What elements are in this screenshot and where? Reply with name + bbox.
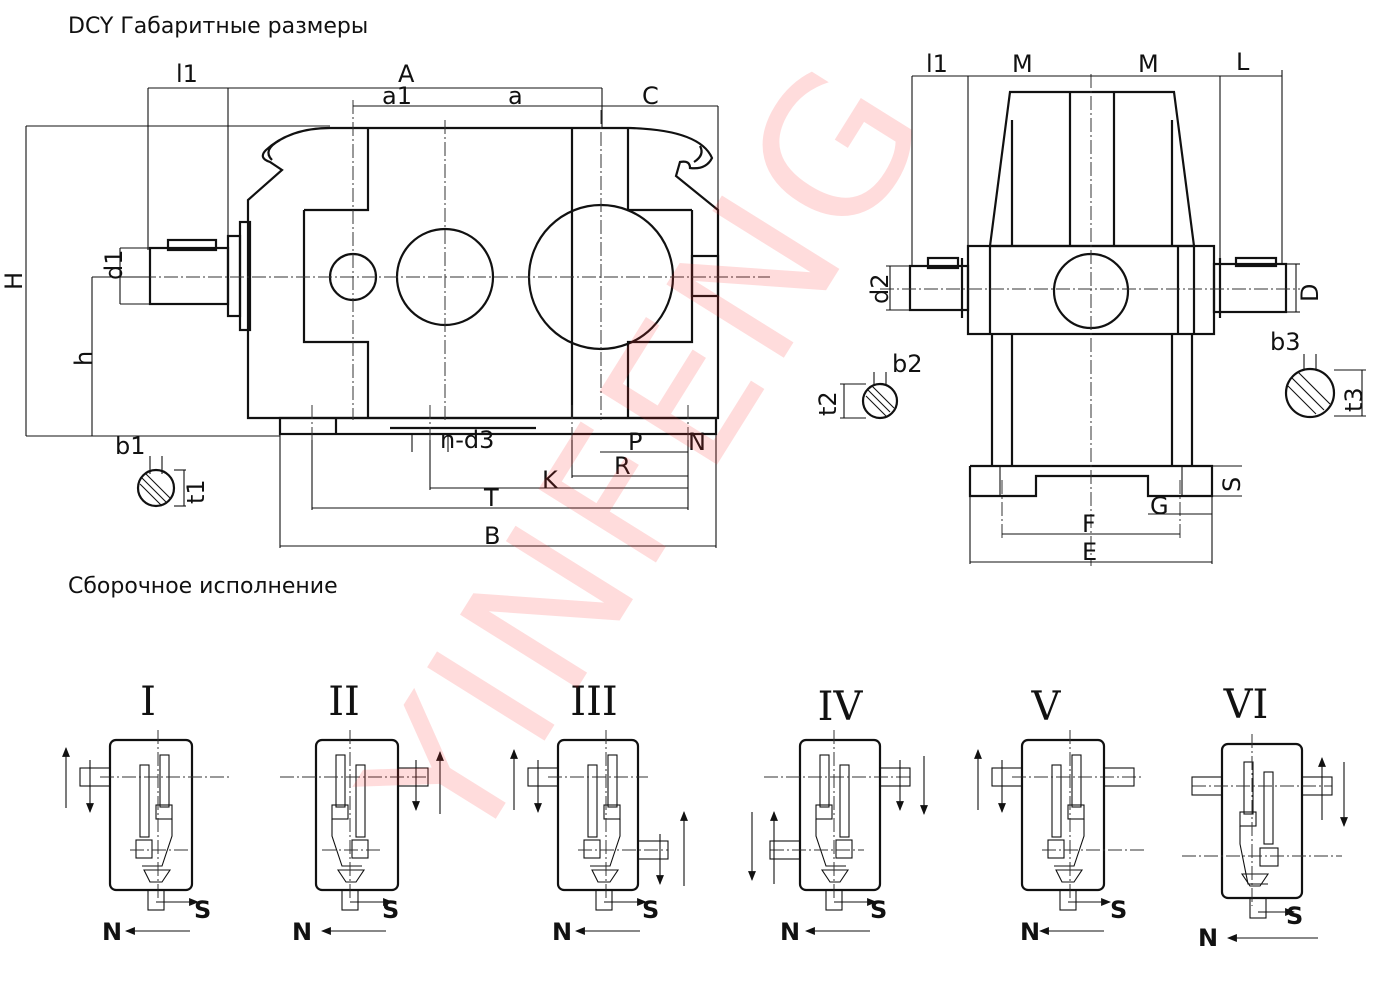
dim-n-d3: n-d3 [440, 426, 494, 454]
S-label: S [870, 896, 887, 924]
side-dim-E: E [1082, 538, 1097, 566]
assembly-III: III N S [510, 679, 688, 946]
front-view: l1 A a1 a C H d1 h b1 t1 n-d3 P N R K T … [0, 60, 770, 550]
side-dim-l1: l1 [926, 50, 948, 78]
N-label: N [552, 918, 572, 946]
S-label: S [382, 896, 399, 924]
assembly-VI: VI N S [1182, 682, 1348, 952]
assembly-numeral: II [328, 679, 360, 725]
side-dim-G: G [1150, 492, 1169, 520]
assembly-numeral: I [140, 679, 156, 725]
side-dim-F: F [1082, 510, 1096, 538]
side-dim-t2: t2 [814, 391, 842, 416]
S-label: S [1286, 902, 1303, 930]
side-dim-D: D [1296, 284, 1324, 302]
side-dim-M2: M [1138, 50, 1159, 78]
N-label: N [292, 918, 312, 946]
dim-h: h [70, 351, 98, 366]
side-dim-L: L [1236, 48, 1250, 76]
assembly-V: V N S [974, 684, 1144, 946]
dim-C: C [642, 82, 659, 110]
shaft-section-1 [136, 468, 176, 508]
N-label: N [1020, 918, 1040, 946]
side-dim-S: S [1218, 477, 1246, 492]
side-dim-M1: M [1012, 50, 1033, 78]
assembly-numeral: III [570, 679, 617, 725]
side-dim-t3: t3 [1340, 387, 1368, 412]
dim-d1: d1 [100, 249, 128, 280]
dim-B: B [484, 522, 500, 550]
assembly-numeral: IV [818, 684, 864, 730]
assembly-numeral: VI [1223, 682, 1269, 728]
dim-H: H [0, 272, 28, 290]
dim-N: N [688, 428, 706, 456]
assembly-I: I N S [62, 679, 230, 946]
dim-a1: a1 [382, 82, 412, 110]
dim-T: T [483, 484, 499, 512]
shaft-section-2 [861, 382, 899, 420]
S-label: S [194, 896, 211, 924]
side-dim-d2: d2 [866, 273, 894, 304]
assembly-II: II N S [280, 679, 444, 946]
dim-K: K [542, 466, 559, 494]
side-dim-b2: b2 [892, 350, 923, 378]
assembly-variants: I N S II [62, 679, 1348, 952]
S-label: S [642, 896, 659, 924]
side-view: l1 M M L d2 D b2 t2 b3 t3 S G F E [814, 48, 1368, 566]
N-label: N [780, 918, 800, 946]
S-label: S [1110, 896, 1127, 924]
dim-b1: b1 [115, 432, 146, 460]
N-label: N [1198, 924, 1218, 952]
N-label: N [102, 918, 122, 946]
dim-A: A [398, 60, 415, 88]
assembly-IV: IV N S [748, 684, 928, 946]
assembly-numeral: V [1031, 684, 1062, 730]
watermark: YINFENG [320, 25, 972, 885]
dimensions-title: DCY Габаритные размеры [68, 14, 368, 39]
dim-a: a [508, 82, 523, 110]
dim-t1: t1 [182, 479, 210, 504]
side-dim-b3: b3 [1270, 328, 1301, 356]
dim-l1: l1 [176, 60, 198, 88]
assembly-title: Сборочное исполнение [68, 574, 338, 599]
shaft-section-3 [1284, 367, 1336, 419]
dim-P: P [628, 428, 642, 456]
dim-R: R [614, 452, 631, 480]
